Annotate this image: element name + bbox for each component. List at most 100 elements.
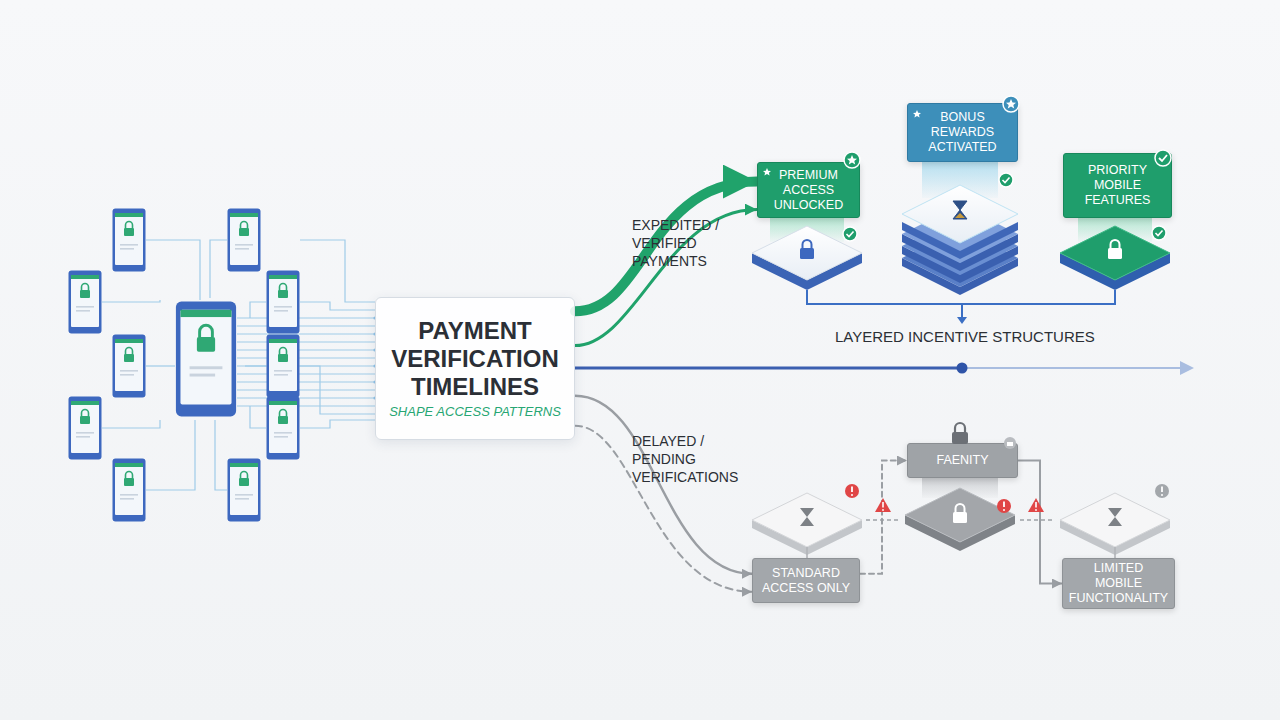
decor-path — [146, 365, 175, 366]
decor-path — [1003, 178, 1010, 183]
decor-polygon — [1060, 493, 1170, 547]
decor-path — [300, 420, 375, 428]
decor-path — [575, 367, 962, 370]
decor-path — [146, 420, 195, 490]
decor-rect — [800, 248, 814, 259]
decor-path — [1108, 508, 1122, 526]
node-text: STANDARD ACCESS ONLY — [761, 566, 851, 596]
decor-path — [237, 397, 375, 398]
decor-use — [176, 302, 236, 417]
status-box: PRIORITY MOBILE FEATURES — [1063, 153, 1172, 218]
decor-polygon — [875, 498, 891, 512]
decor-use — [69, 271, 102, 334]
node-text: SHAPE ACCESS PATTERNS — [389, 404, 561, 420]
decor-use — [69, 397, 102, 460]
decor-use — [228, 459, 261, 522]
decor-circle — [1003, 509, 1005, 511]
decor-path — [300, 366, 375, 414]
decor-path — [102, 420, 160, 428]
decor-use — [267, 271, 300, 334]
decor-path — [1111, 240, 1120, 248]
decor-path — [807, 290, 1115, 304]
decor-path — [237, 349, 375, 350]
decor-polygon — [763, 168, 771, 176]
flow-arrow — [575, 426, 752, 592]
decor-circle — [957, 363, 968, 374]
decor-polygon — [902, 185, 1018, 243]
decor-path — [953, 201, 967, 219]
decor-path — [237, 389, 375, 390]
node-text: FAENITY — [936, 453, 988, 468]
decor-path — [1035, 502, 1037, 508]
decor-path — [237, 341, 375, 342]
decor-circle — [1152, 226, 1166, 240]
decor-path — [1020, 519, 1054, 521]
decor-path — [851, 487, 853, 493]
decor-path — [237, 405, 375, 406]
decor-path — [1180, 361, 1194, 375]
decor-path — [1003, 502, 1005, 508]
decor-path — [250, 302, 266, 318]
status-box: LIMITED MOBILE FUNCTIONALITY — [1062, 558, 1175, 609]
status-box: PREMIUM ACCESS UNLOCKED — [757, 162, 860, 218]
decor-path — [1159, 155, 1167, 161]
flow-arrow — [575, 210, 757, 346]
decor-path — [847, 232, 854, 237]
decor-circle — [851, 494, 853, 496]
decor-path — [1114, 547, 1116, 558]
flow-arrow — [575, 182, 757, 312]
decor-circle — [1155, 150, 1171, 166]
decor-circle — [1003, 96, 1019, 112]
decor-path — [882, 502, 884, 508]
decor-path — [955, 423, 965, 432]
decor-path — [215, 420, 227, 490]
decor-rect — [953, 512, 967, 523]
decor-use — [228, 209, 261, 272]
node-text: LIMITED MOBILE FUNCTIONALITY — [1069, 561, 1168, 606]
decor-path — [800, 508, 814, 526]
decor-use — [113, 459, 146, 522]
decor-circle — [844, 152, 860, 168]
decor-polygon — [1028, 498, 1044, 512]
decor-path — [962, 367, 1185, 369]
decor-path — [803, 240, 812, 248]
decor-path — [237, 317, 375, 318]
decor-polygon — [752, 493, 862, 547]
decor-polygon — [913, 110, 921, 118]
decor-path — [957, 317, 967, 324]
decor-use — [267, 397, 300, 460]
decor-circle — [999, 173, 1013, 187]
decor-polygon — [1060, 226, 1170, 280]
status-box: STANDARD ACCESS ONLY — [752, 558, 860, 603]
decor-path — [956, 504, 965, 512]
decor-path — [237, 381, 375, 382]
decor-path — [300, 240, 375, 302]
decor-circle — [1004, 437, 1016, 449]
decor-path — [955, 213, 965, 218]
decor-polygon — [752, 226, 862, 280]
decor-circle — [1161, 494, 1163, 496]
decor-path — [806, 547, 808, 558]
decor-rect — [952, 432, 968, 444]
decor-path — [1156, 231, 1163, 236]
decor-use — [267, 335, 300, 398]
decor-circle — [843, 227, 857, 241]
flow-arrow — [1018, 461, 1062, 584]
decor-circle — [997, 499, 1011, 513]
status-box: FAENITY — [907, 443, 1018, 478]
decor-path — [210, 240, 227, 298]
decor-path — [866, 519, 898, 521]
decor-path — [250, 406, 266, 428]
edge-label: DELAYED / PENDING VERIFICATIONS — [632, 432, 764, 486]
decor-circle — [1035, 509, 1037, 511]
node-text: PRIORITY MOBILE FEATURES — [1072, 163, 1163, 208]
decor-polygon — [847, 155, 857, 165]
node-text: PAYMENT VERIFICATION TIMELINES — [382, 317, 568, 401]
node-text: BONUS REWARDS ACTIVATED — [916, 110, 1009, 155]
decor-rect — [1007, 442, 1013, 446]
